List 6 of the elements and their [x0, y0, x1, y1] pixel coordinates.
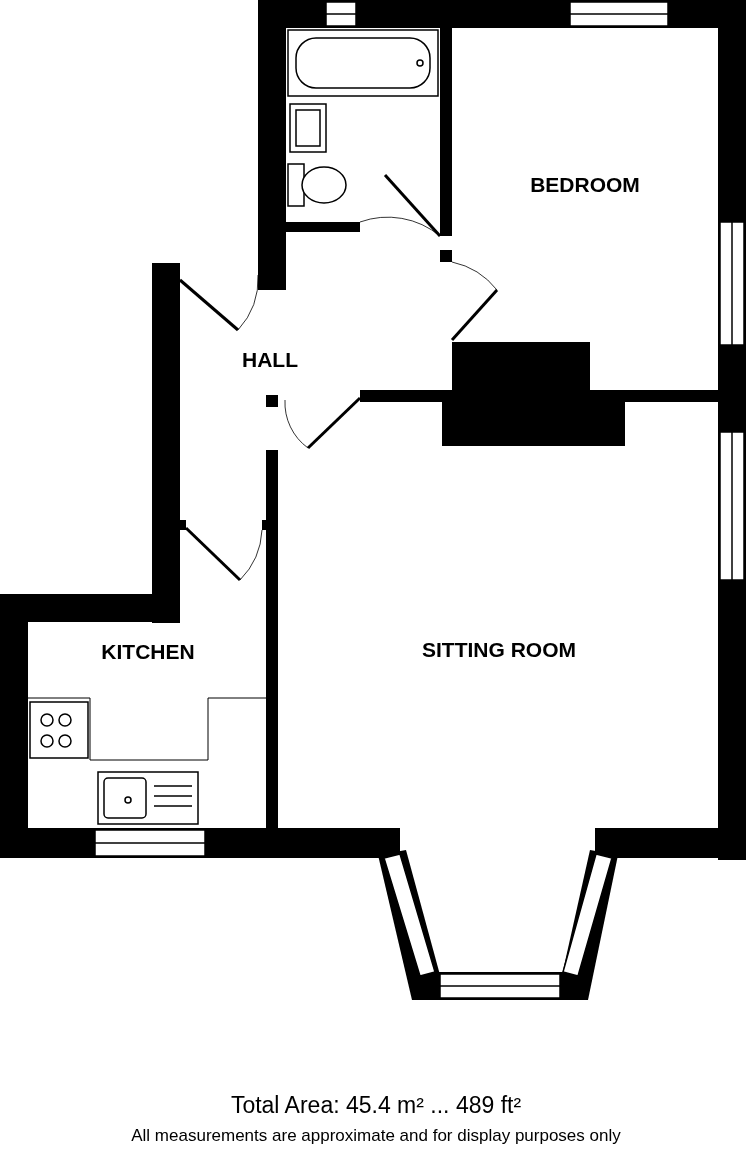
room-label: BEDROOM [530, 173, 640, 197]
room-label: SITTING ROOM [422, 638, 576, 662]
room-label: HALL [242, 348, 298, 372]
area-total-text: Total Area: 45.4 m² ... 489 ft² [230, 1092, 522, 1118]
room-label: KITCHEN [101, 640, 195, 664]
disclaimer-note: All measurements are approximate and for display purposes only [131, 1126, 621, 1145]
